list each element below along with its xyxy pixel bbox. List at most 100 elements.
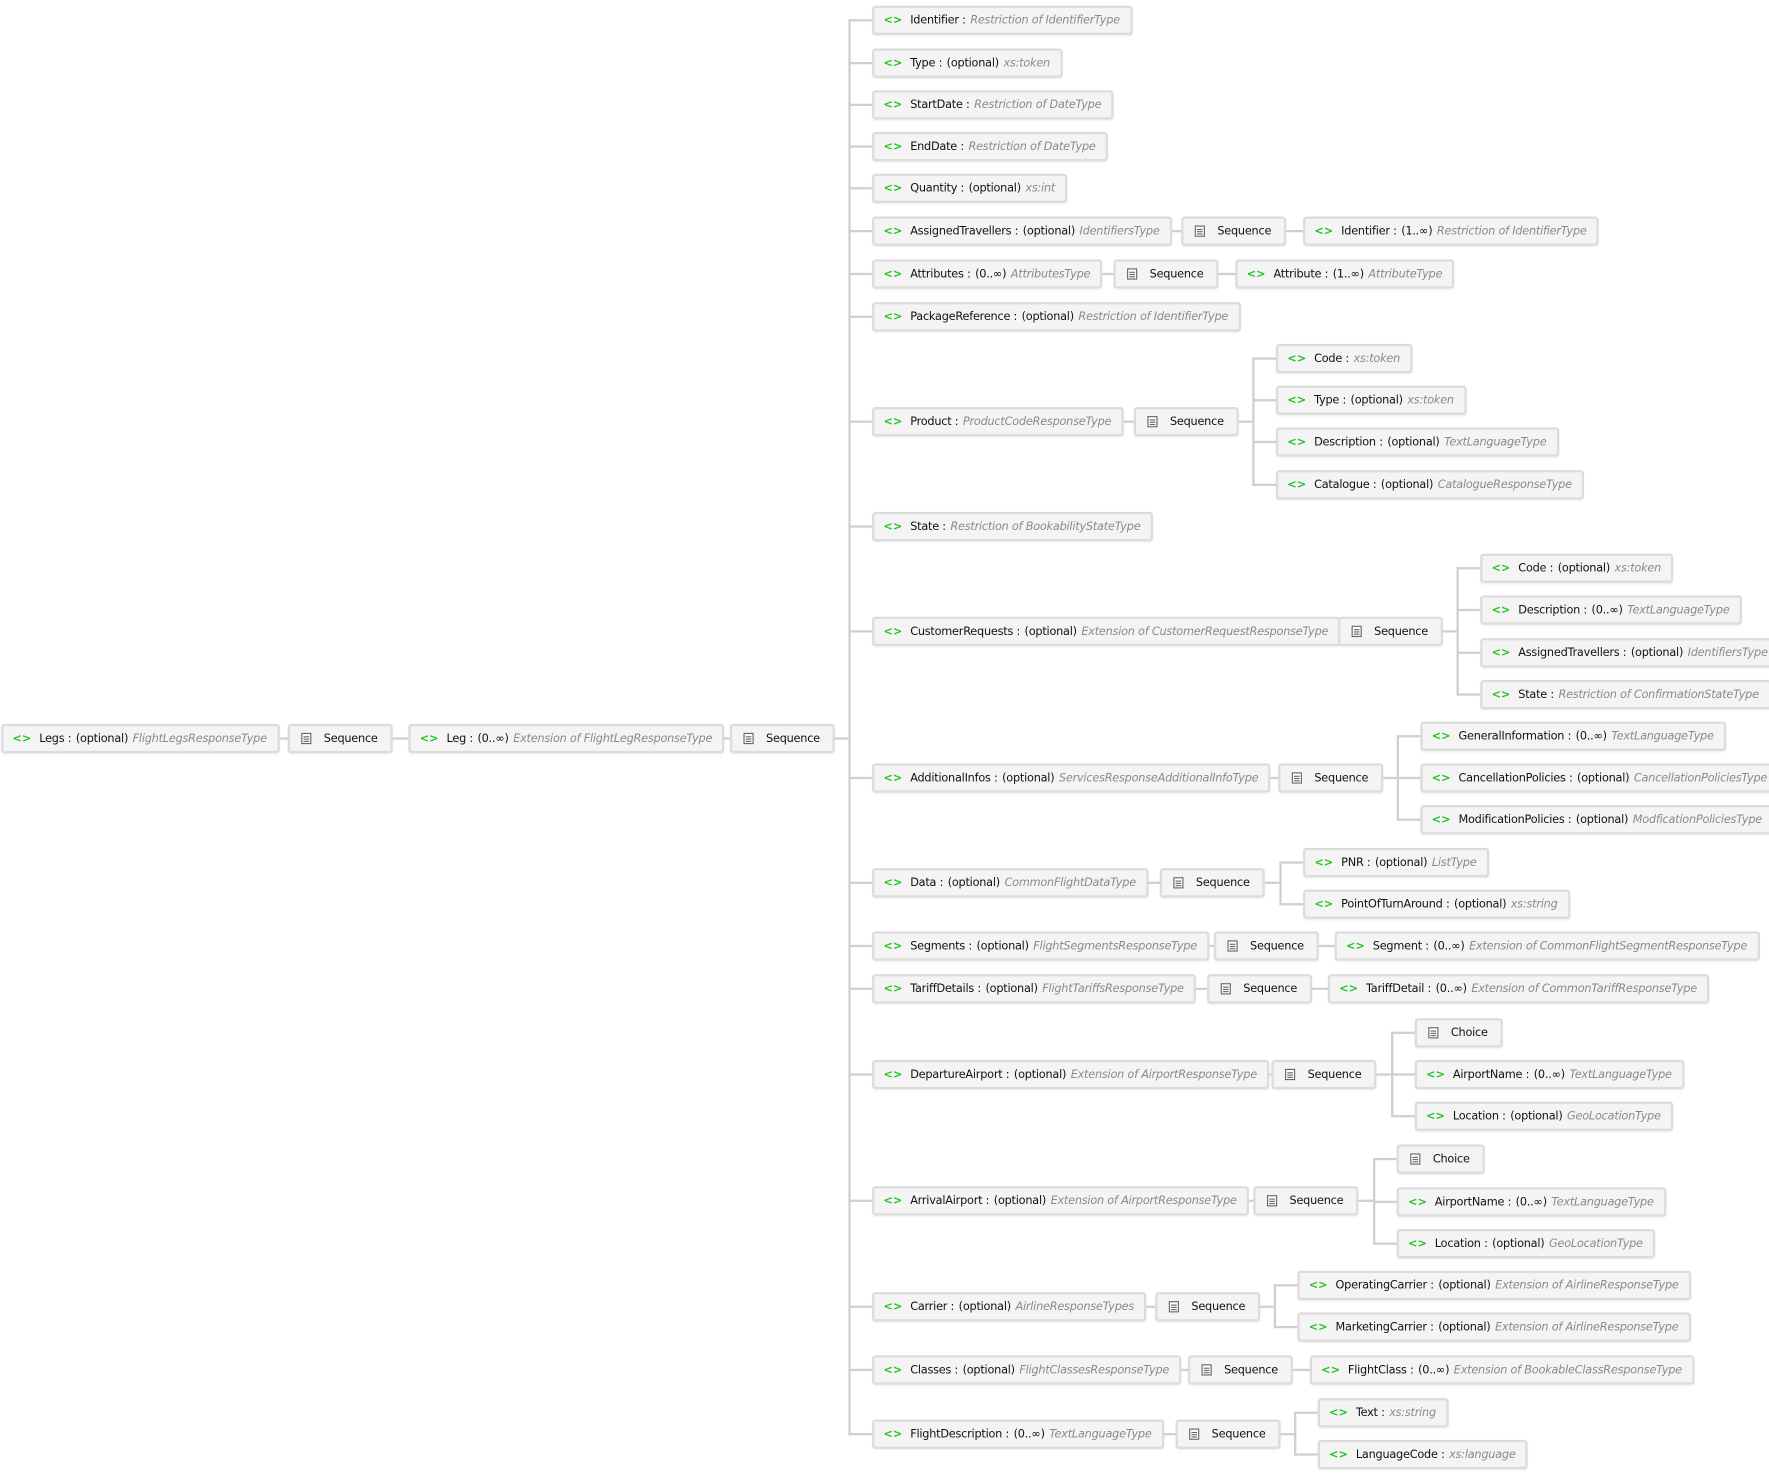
- sequence-node[interactable]: Sequence: [1271, 1059, 1377, 1090]
- element-node-custreq[interactable]: <>CustomerRequests :(optional)Extension …: [872, 616, 1341, 647]
- sequence-node[interactable]: Sequence: [1175, 1419, 1281, 1449]
- element-node-identifier[interactable]: <>Identifier :Restriction of IdentifierT…: [872, 5, 1133, 35]
- element-name: AdditionalInfos :: [910, 771, 998, 785]
- element-name: MarketingCarrier :: [1335, 1320, 1434, 1334]
- element-node-pota[interactable]: <>PointOfTurnAround :(optional)xs:string: [1303, 889, 1570, 919]
- sequence-node[interactable]: Sequence: [1181, 216, 1286, 246]
- element-node-ai-modif[interactable]: <>ModificationPolicies :(optional)Modfic…: [1420, 805, 1769, 835]
- element-node-fd-lang[interactable]: <>LanguageCode :xs:language: [1317, 1439, 1528, 1470]
- choice-node[interactable]: Choice: [1396, 1144, 1485, 1174]
- sequence-node[interactable]: Sequence: [1278, 763, 1383, 793]
- element-node-type[interactable]: <>Type :(optional)xs:token: [872, 48, 1063, 78]
- sequence-node[interactable]: Sequence: [1338, 616, 1443, 647]
- element-node-ai-general[interactable]: <>GeneralInformation :(0..∞)TextLanguage…: [1420, 721, 1727, 751]
- sequence-node[interactable]: Sequence: [1253, 1186, 1359, 1216]
- element-type: GeoLocationType: [1548, 1237, 1643, 1250]
- element-node-cr-code[interactable]: <>Code :(optional)xs:token: [1480, 553, 1674, 583]
- element-node-dep[interactable]: <>DepartureAirport :(optional)Extension …: [872, 1059, 1270, 1090]
- element-name: AirportName :: [1452, 1068, 1530, 1081]
- element-type: Restriction of IdentifierType: [970, 14, 1120, 27]
- sequence-node[interactable]: Sequence: [287, 723, 393, 754]
- element-node-assigned-id[interactable]: <>Identifier :(1..∞)Restriction of Ident…: [1303, 216, 1600, 246]
- element-node-quantity[interactable]: <>Quantity :(optional)xs:int: [872, 173, 1068, 203]
- element-node-enddate[interactable]: <>EndDate :Restriction of DateType: [872, 131, 1109, 162]
- sequence-label: Sequence: [1191, 1300, 1246, 1313]
- element-name: CustomerRequests :: [910, 625, 1021, 638]
- element-node-product-desc[interactable]: <>Description :(optional)TextLanguageTyp…: [1275, 427, 1559, 457]
- element-node-fdesc[interactable]: <>FlightDescription :(0..∞)TextLanguageT…: [872, 1419, 1165, 1449]
- element-node-data[interactable]: <>Data :(optional)CommonFlightDataType: [872, 868, 1149, 898]
- element-icon: <>: [1491, 562, 1511, 575]
- element-node-dep-name[interactable]: <>AirportName :(0..∞)TextLanguageType: [1414, 1059, 1685, 1090]
- element-node-addinfo[interactable]: <>AdditionalInfos :(optional)ServicesRes…: [872, 763, 1271, 793]
- element-node-pnr[interactable]: <>PNR :(optional)ListType: [1303, 847, 1489, 878]
- element-name: Attribute :: [1273, 267, 1329, 281]
- element-node-opcarrier[interactable]: <>OperatingCarrier :(optional)Extension …: [1297, 1270, 1692, 1301]
- sequence-node[interactable]: Sequence: [1133, 407, 1239, 437]
- sequence-node[interactable]: Sequence: [729, 723, 835, 754]
- element-node-cr-state[interactable]: <>State :Restriction of ConfirmationStat…: [1480, 679, 1769, 710]
- element-occurrence: (optional): [1557, 562, 1611, 575]
- element-node-state[interactable]: <>State :Restriction of BookabilityState…: [872, 511, 1153, 542]
- sequence-icon: [1227, 940, 1238, 952]
- connector-line: [1238, 420, 1254, 423]
- element-name: AssignedTravellers :: [910, 224, 1019, 238]
- element-icon: <>: [883, 876, 903, 890]
- element-node-mkcarrier[interactable]: <>MarketingCarrier :(optional)Extension …: [1297, 1312, 1691, 1342]
- connector-line: [1260, 1305, 1275, 1308]
- element-node-arr[interactable]: <>ArrivalAirport :(optional)Extension of…: [872, 1186, 1250, 1216]
- element-node-attributes[interactable]: <>Attributes :(0..∞)AttributesType: [872, 259, 1103, 289]
- element-occurrence: (optional): [1024, 625, 1078, 638]
- sequence-node[interactable]: Sequence: [1159, 868, 1265, 898]
- connector-line: [849, 103, 873, 106]
- element-type: IdentifiersType: [1079, 224, 1160, 238]
- element-node-segments[interactable]: <>Segments :(optional)FlightSegmentsResp…: [872, 931, 1210, 961]
- element-node-carrier[interactable]: <>Carrier :(optional)AirlineResponseType…: [872, 1292, 1147, 1322]
- element-type: Extension of CustomerRequestResponseType: [1081, 625, 1329, 638]
- element-node-legs[interactable]: <>Legs :(optional)FlightLegsResponseType: [1, 723, 280, 754]
- connector-line: [1295, 1453, 1318, 1456]
- element-node-arr-loc[interactable]: <>Location :(optional)GeoLocationType: [1396, 1228, 1656, 1259]
- element-node-fd-text[interactable]: <>Text :xs:string: [1317, 1398, 1449, 1428]
- element-node-tariff[interactable]: <>TariffDetail :(0..∞)Extension of Commo…: [1327, 974, 1710, 1004]
- element-node-classes[interactable]: <>Classes :(optional)FlightClassesRespon…: [872, 1355, 1182, 1385]
- element-node-product[interactable]: <>Product :ProductCodeResponseType: [872, 407, 1124, 437]
- connector-line: [1274, 1325, 1298, 1329]
- element-node-product-cat[interactable]: <>Catalogue :(optional)CatalogueResponse…: [1275, 470, 1585, 500]
- element-type: IdentifiersType: [1687, 646, 1768, 660]
- sequence-node[interactable]: Sequence: [1113, 259, 1219, 289]
- sequence-label: Sequence: [1149, 267, 1204, 281]
- sequence-node[interactable]: Sequence: [1187, 1355, 1293, 1385]
- element-node-attribute[interactable]: <>Attribute :(1..∞)AttributeType: [1235, 259, 1455, 289]
- element-node-product-type[interactable]: <>Type :(optional)xs:token: [1275, 385, 1467, 415]
- element-node-product-code[interactable]: <>Code :xs:token: [1275, 343, 1413, 374]
- connector-line: [1172, 230, 1182, 233]
- element-node-flightclass[interactable]: <>FlightClass :(0..∞)Extension of Bookab…: [1309, 1355, 1695, 1385]
- element-node-arr-name[interactable]: <>AirportName :(0..∞)TextLanguageType: [1396, 1187, 1667, 1217]
- element-node-packageref[interactable]: <>PackageReference :(optional)Restrictio…: [872, 302, 1241, 332]
- sequence-node[interactable]: Sequence: [1155, 1292, 1260, 1322]
- element-icon: <>: [883, 939, 903, 953]
- element-node-cr-assigned[interactable]: <>AssignedTravellers :(optional)Identifi…: [1480, 638, 1769, 668]
- element-node-tariffs[interactable]: <>TariffDetails :(optional)FlightTariffs…: [872, 974, 1197, 1004]
- sequence-label: Sequence: [323, 732, 378, 745]
- choice-label: Choice: [1450, 1026, 1488, 1039]
- element-node-leg[interactable]: <>Leg :(0..∞)Extension of FlightLegRespo…: [408, 723, 725, 754]
- connector-line: [834, 737, 850, 740]
- element-name: Classes :: [910, 1363, 959, 1377]
- element-node-assigned[interactable]: <>AssignedTravellers :(optional)Identifi…: [872, 216, 1172, 246]
- element-node-segment[interactable]: <>Segment :(0..∞)Extension of CommonFlig…: [1334, 931, 1760, 961]
- element-node-ai-cancel[interactable]: <>CancellationPolicies :(optional)Cancel…: [1420, 763, 1769, 793]
- connector-line: [849, 315, 873, 318]
- element-name: AirportName :: [1434, 1195, 1512, 1209]
- choice-node[interactable]: Choice: [1414, 1018, 1503, 1048]
- element-node-startdate[interactable]: <>StartDate :Restriction of DateType: [872, 90, 1114, 120]
- sequence-node[interactable]: Sequence: [1207, 974, 1312, 1004]
- element-node-cr-desc[interactable]: <>Description :(0..∞)TextLanguageType: [1480, 595, 1742, 625]
- sequence-node[interactable]: Sequence: [1213, 931, 1319, 961]
- connector-line: [1456, 567, 1459, 696]
- sequence-icon: [1168, 1301, 1179, 1313]
- element-node-dep-loc[interactable]: <>Location :(optional)GeoLocationType: [1414, 1101, 1674, 1131]
- connector-line: [1457, 567, 1481, 570]
- element-name: TariffDetail :: [1365, 982, 1432, 996]
